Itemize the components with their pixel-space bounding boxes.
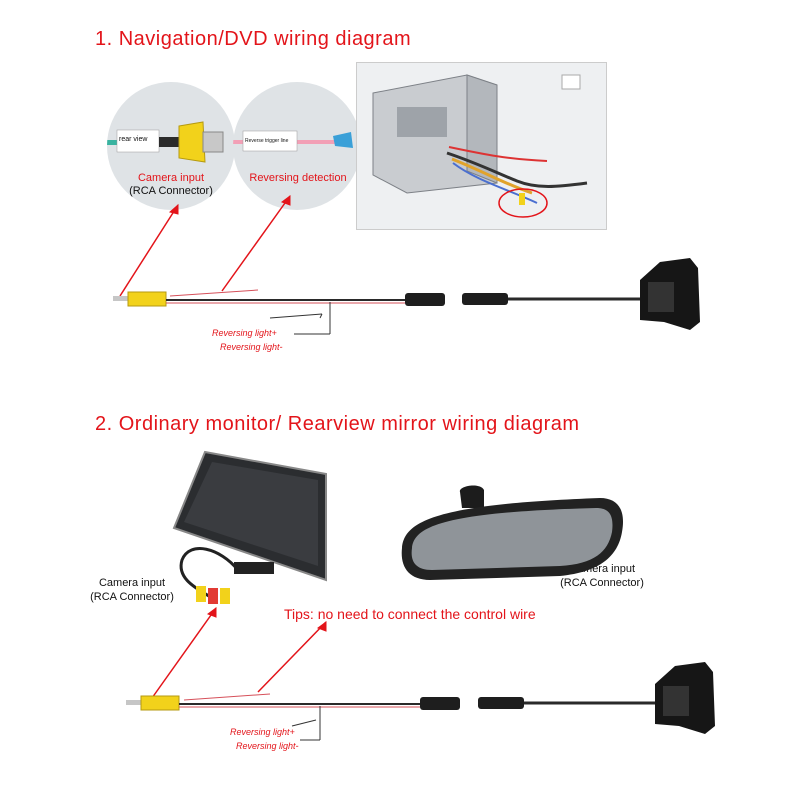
camera-input-label-1: Camera input (RCA Connector) [115, 172, 227, 198]
arrow-head-2 [280, 195, 291, 206]
rca-plug-body-2 [140, 695, 180, 711]
extension-connector-male-2 [478, 697, 524, 709]
extension-connector-female-2 [420, 697, 460, 710]
dvd-head-unit-photo [356, 62, 607, 230]
trigger-wire [169, 289, 259, 297]
arrow-head-3 [206, 607, 217, 618]
section2-title: 2. Ordinary monitor/ Rearview mirror wir… [95, 413, 580, 435]
mirror-mount [459, 485, 484, 508]
monitor-camera-input-line2: (RCA Connector) [90, 591, 174, 603]
monitor-rca-red [208, 588, 218, 604]
monitor-rca-yellow-2 [220, 588, 230, 604]
reversing-light-plus-label-2: Reversing light+ [230, 727, 295, 737]
rear-camera-handle-2 [663, 686, 689, 716]
reversing-light-minus-label-2: Reversing light- [236, 741, 299, 751]
reverse-trigger-wire-photo: Reverse trigger line [233, 82, 361, 210]
dvd-unit-illustration [372, 74, 588, 218]
monitor-camera-input-label: Camera input (RCA Connector) [74, 576, 190, 604]
arrow-to-monitor-input [151, 607, 217, 699]
arrow-to-reversing-detection [221, 195, 291, 292]
reverse-trigger-tag: Reverse trigger line [245, 138, 289, 144]
extension-connector-male [462, 293, 508, 305]
reversing-light-minus-label-1: Reversing light- [220, 342, 283, 352]
monitor-stand [234, 562, 274, 574]
rca-plug-tip [113, 296, 129, 301]
trigger-wire-2 [183, 693, 271, 701]
reversing-detection-label: Reversing detection [249, 172, 347, 184]
tips-text: Tips: no need to connect the control wir… [284, 606, 536, 622]
rca-camera-input-photo: rear view [107, 82, 235, 210]
rca-plug-tip-2 [126, 700, 142, 705]
reversing-light-plus-label-1: Reversing light+ [212, 328, 277, 338]
arrow-head-4 [316, 621, 327, 632]
monitor-screen [184, 462, 318, 566]
monitor-rca-yellow [196, 586, 206, 602]
section1-title: 1. Navigation/DVD wiring diagram [95, 28, 412, 50]
mirror-glass [411, 508, 613, 570]
arrow-head-1 [168, 203, 179, 215]
rca-connector-illustration [107, 121, 224, 163]
arrow-to-tips [257, 621, 327, 693]
reverse-trigger-wire-illustration [233, 130, 353, 152]
rear-camera-handle [648, 282, 674, 312]
rear-view-tag: rear view [119, 136, 148, 143]
camera-input-label-1-line1: Camera input [137, 172, 205, 184]
arrow-to-camera-input-1 [119, 204, 179, 297]
mirror-camera-input-line2: (RCA Connector) [560, 577, 644, 589]
extension-connector-female [405, 293, 445, 306]
camera-input-label-1-line2: (RCA Connector) [129, 185, 213, 197]
monitor-camera-input-line1: Camera input [98, 577, 166, 589]
